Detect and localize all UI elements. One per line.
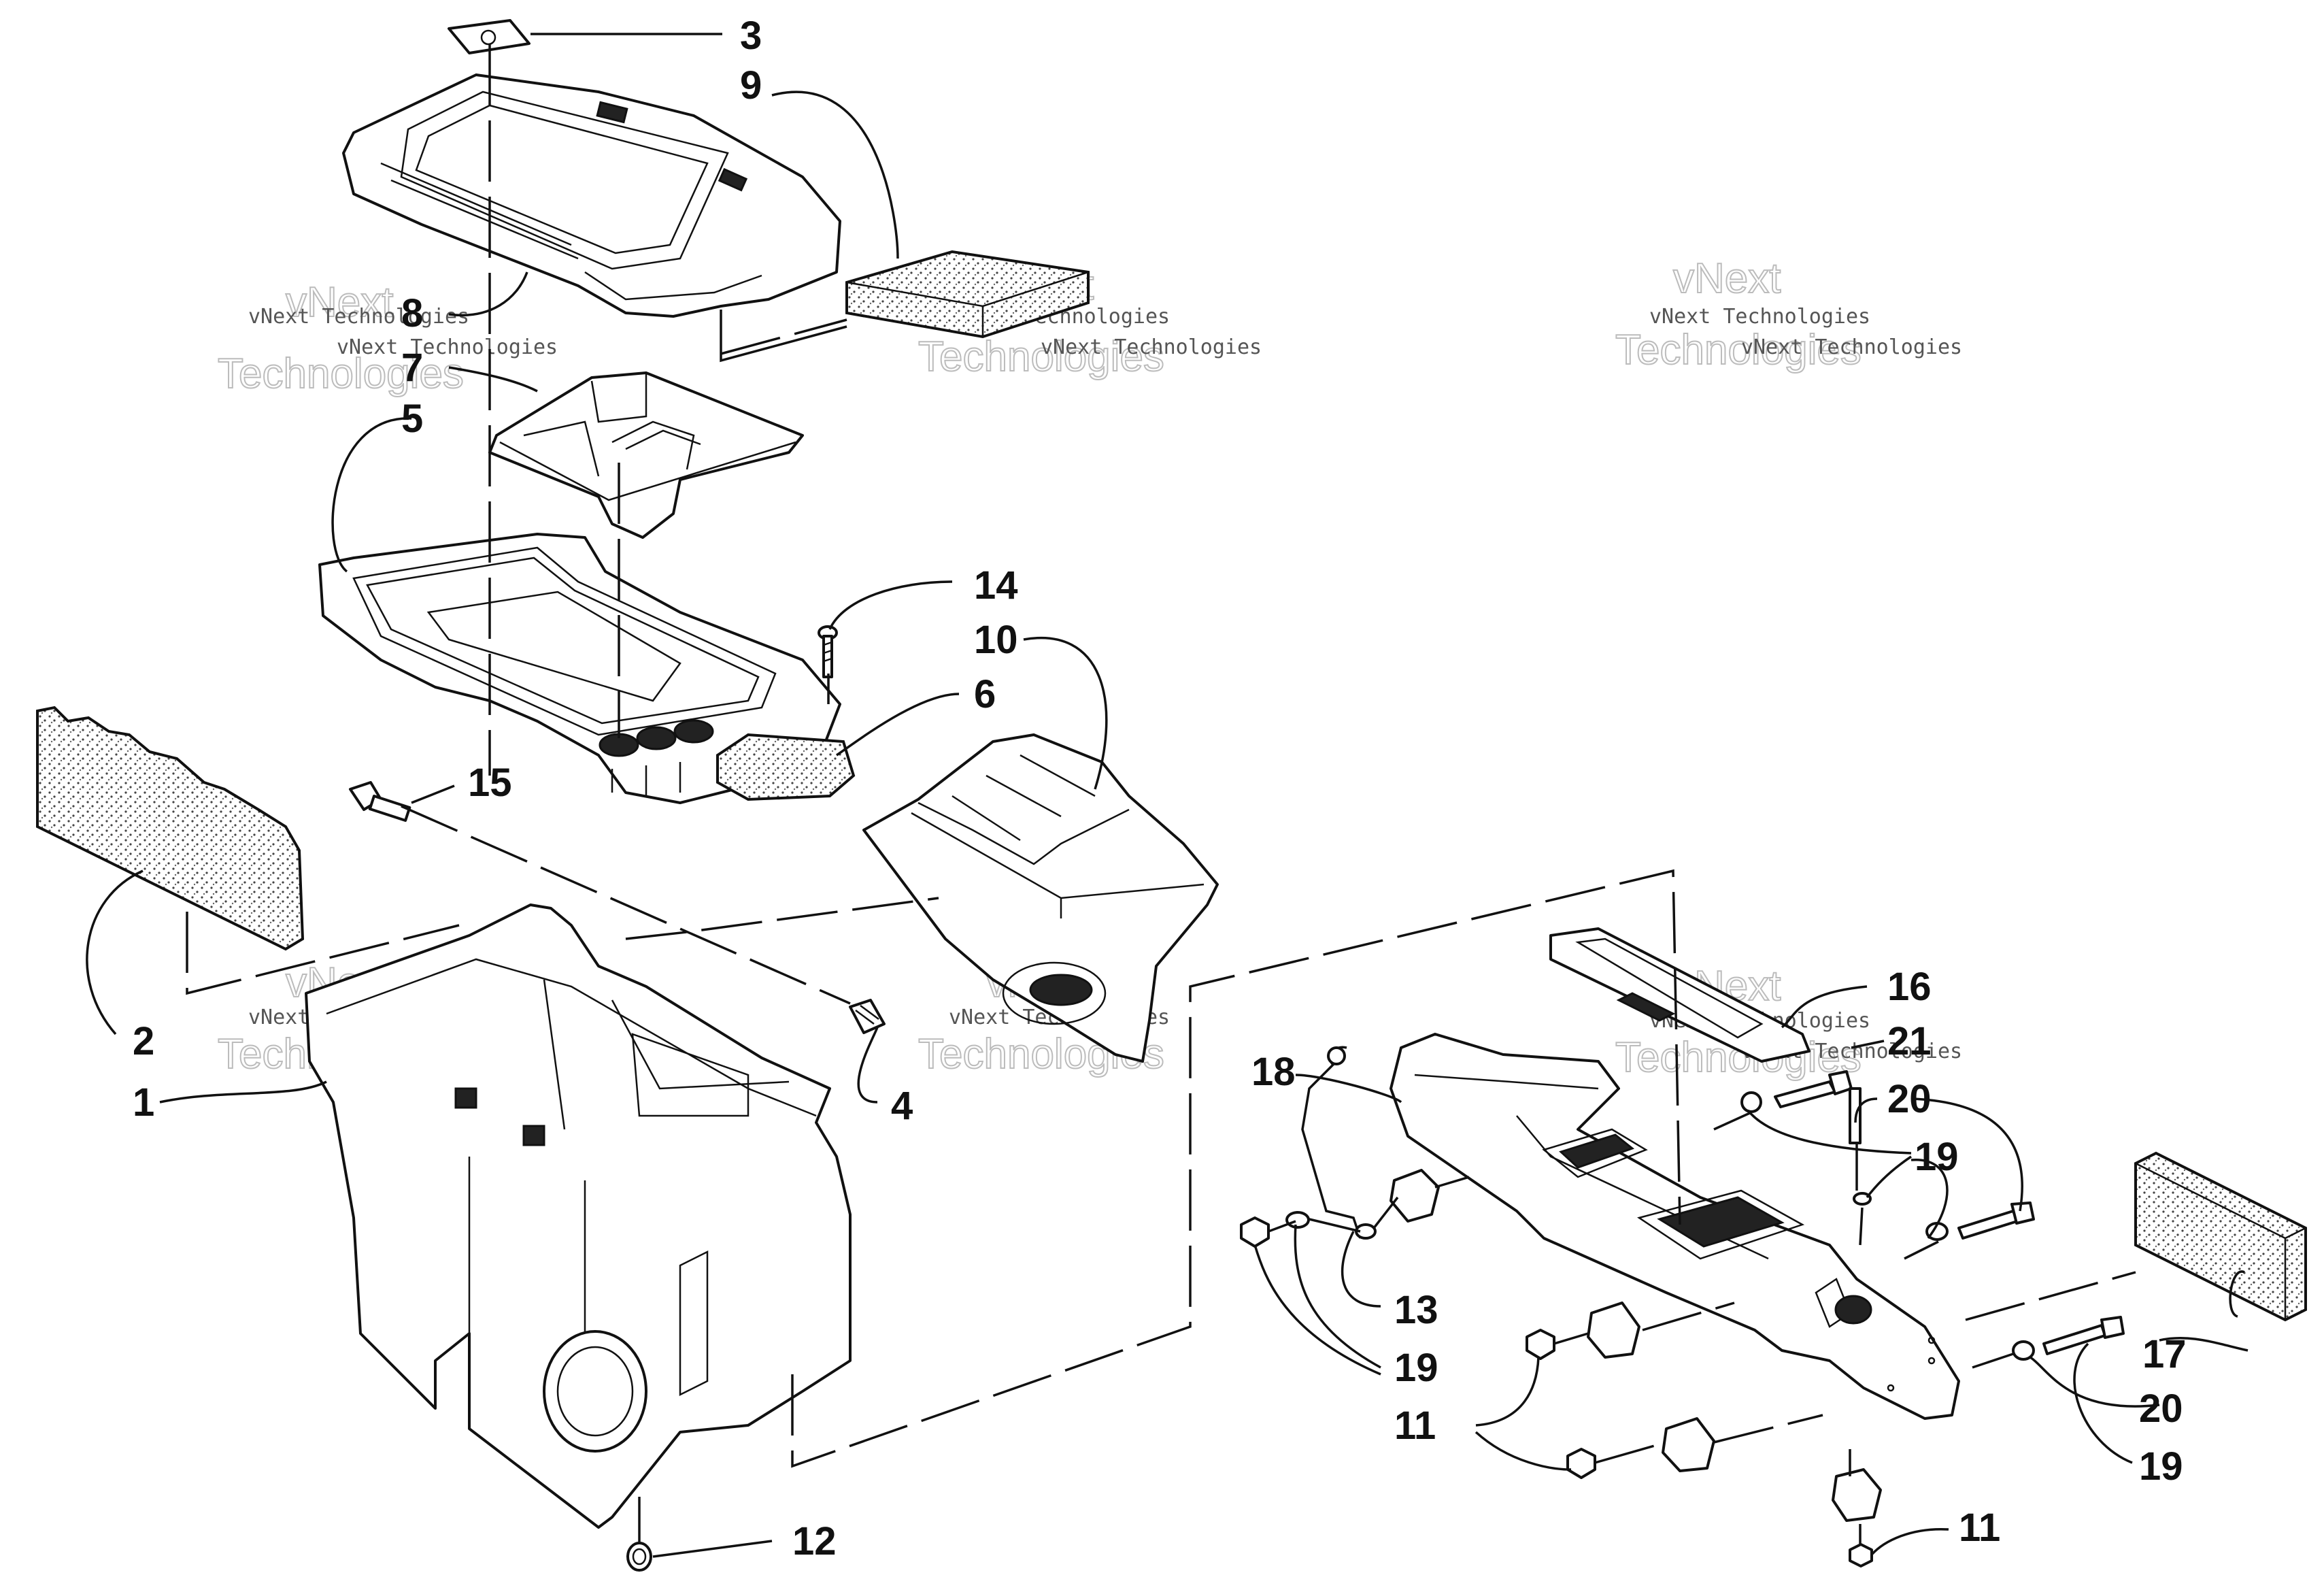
callout-18: 18 (1251, 1050, 1296, 1094)
bolt-head (1828, 1070, 1853, 1095)
watermark-large: Technologies (918, 333, 1164, 380)
watermark-large: Technologies (1615, 327, 1862, 374)
bolt-head (2010, 1201, 2035, 1225)
part-3-plate (448, 19, 531, 54)
callout-14: 14 (974, 563, 1018, 608)
watermark-small: vNext Technologies (248, 305, 469, 329)
callout-8: 8 (401, 291, 423, 335)
callout-7: 7 (401, 346, 423, 390)
callout-10: 10 (974, 618, 1018, 662)
part-6-foam-block (716, 733, 856, 801)
watermark-large: vNext (1673, 255, 1781, 302)
nut (1526, 1329, 1555, 1360)
callout-2: 2 (133, 1019, 154, 1063)
washer (1853, 1192, 1872, 1206)
callout-5: 5 (401, 397, 423, 441)
bolt (1957, 1210, 2019, 1240)
nut (1566, 1448, 1596, 1479)
watermark-large: vNext (286, 279, 393, 326)
callout-13: 13 (1394, 1288, 1438, 1332)
callout-17: 17 (2142, 1332, 2187, 1376)
clip (1390, 1169, 1440, 1223)
clip (1832, 1468, 1882, 1522)
callout-11: 11 (1394, 1404, 1436, 1448)
part-17-foam-filter (2134, 1151, 2307, 1322)
callout-4: 4 (891, 1084, 913, 1128)
callout-1: 1 (133, 1080, 154, 1125)
nut (1849, 1543, 1873, 1568)
part-4-grommet (849, 999, 886, 1034)
washer (1285, 1211, 1310, 1229)
hardware-group (1240, 1070, 2125, 1568)
part-15-bolt (349, 781, 411, 823)
watermark-small: vNext Technologies (337, 335, 558, 359)
callout-19: 19 (1394, 1346, 1438, 1390)
callout-6: 6 (974, 672, 996, 716)
part-14-screw (818, 625, 838, 678)
callout-11: 11 (1959, 1506, 2000, 1550)
callout-9: 9 (740, 63, 762, 107)
bolt (1774, 1080, 1836, 1108)
bolt (2042, 1324, 2106, 1355)
callout-15: 15 (468, 761, 512, 805)
leader-lines (86, 33, 2249, 1558)
part-13-wire-bracket (1301, 1046, 1362, 1239)
part-16-gasket (1549, 927, 1811, 1063)
watermark-small: vNext Technologies (1041, 335, 1262, 359)
bolt-head (2100, 1316, 2125, 1339)
callout-12: 12 (792, 1519, 837, 1563)
part-9-foam-filter (845, 250, 1090, 339)
callout-19: 19 (2139, 1444, 2183, 1489)
part-18-intake-duct (1390, 1033, 1960, 1420)
part-2-foam-panel (36, 706, 305, 951)
clip (1587, 1301, 1640, 1359)
clip (1662, 1417, 1715, 1472)
callout-3: 3 (740, 14, 762, 58)
nut (1240, 1216, 1270, 1248)
part-1-airbox-base (305, 903, 852, 1529)
part-10-intake-silencer (862, 733, 1219, 1063)
watermark-large: Technologies (218, 350, 464, 397)
assembly-lines (186, 44, 2136, 1544)
part-8-airbox-lid (342, 73, 841, 318)
callout-19: 19 (1915, 1135, 1959, 1179)
watermark-small: vNext Technologies (1741, 335, 1962, 359)
callout-16: 16 (1887, 965, 1932, 1009)
part-5-airbox-tray (318, 533, 841, 804)
callout-labels: 3 9 8 7 5 14 10 6 15 2 1 4 12 18 16 21 2… (133, 14, 2187, 1563)
part-7-inner-box (488, 371, 804, 539)
callout-20: 20 (1887, 1077, 1932, 1121)
watermark-small: vNext Technologies (1649, 305, 1870, 329)
washer (2012, 1340, 2035, 1361)
washer (1740, 1091, 1762, 1113)
callout-20: 20 (2139, 1387, 2183, 1431)
callout-21: 21 (1887, 1019, 1932, 1063)
part-12-grommet (626, 1542, 652, 1572)
